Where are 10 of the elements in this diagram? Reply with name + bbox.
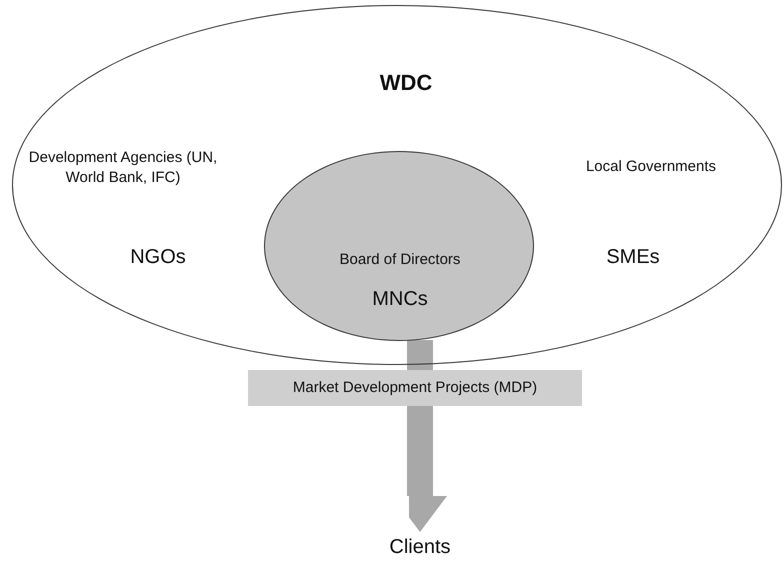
- group-label: NGOs: [129, 245, 187, 270]
- group-label: MNCs: [371, 287, 429, 312]
- group-label: Board of Directors: [338, 250, 462, 270]
- end-label: Clients: [370, 532, 470, 558]
- group-label: Development Agencies (UN, World Bank, IFC): [28, 148, 218, 188]
- band-box: Market Development Projects (MDP): [248, 370, 582, 406]
- group-label: Local Governments: [584, 157, 718, 177]
- group-label: SMEs: [605, 245, 661, 270]
- outer-ellipse: [12, 5, 782, 365]
- ellipse-title: WDC: [378, 69, 434, 97]
